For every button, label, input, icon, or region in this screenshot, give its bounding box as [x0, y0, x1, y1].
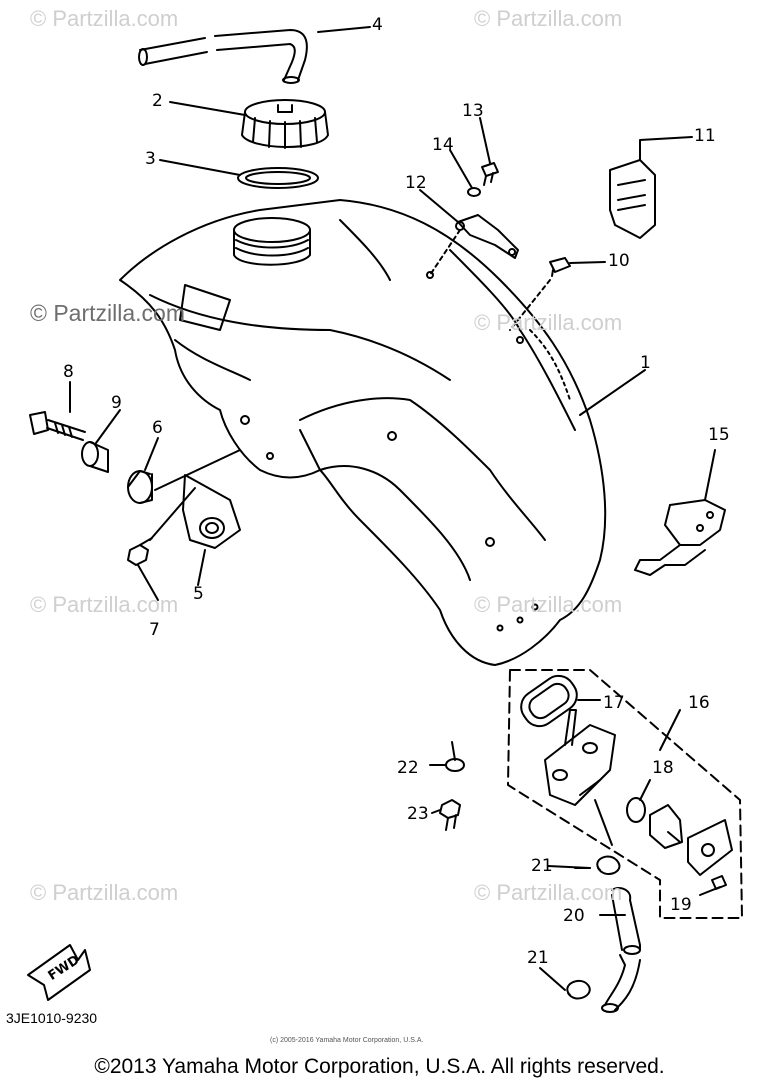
washer-14: [467, 187, 481, 197]
damper: [127, 470, 153, 504]
callout-15: 15: [708, 425, 730, 445]
breather-hose: [138, 29, 308, 84]
bolt-23: [439, 799, 461, 831]
cock-lever: [649, 804, 683, 849]
callout-16: 16: [688, 693, 710, 713]
callout-18: 18: [652, 758, 674, 778]
band: [634, 499, 726, 576]
screw-19: [711, 875, 727, 890]
callout-2: 2: [152, 91, 163, 111]
fuel-cock-assembly-box: [507, 669, 743, 919]
bracket: [182, 474, 241, 549]
callout-22: 22: [397, 758, 419, 778]
watermark: © Partzilla.com: [474, 592, 623, 617]
callout-23: 23: [407, 804, 429, 824]
cap-gasket: [237, 167, 319, 189]
fuel-hose: [601, 887, 641, 1013]
callout-17: 17: [603, 693, 625, 713]
watermark: © Partzilla.com: [30, 6, 179, 31]
callout-21-lower: 21: [527, 948, 549, 968]
clip: [609, 159, 656, 239]
callout-3: 3: [145, 149, 156, 169]
watermark: © Partzilla.com: [474, 880, 623, 905]
bolt-13: [481, 162, 499, 186]
hose-clip-lower: [566, 979, 591, 1000]
cock-gasket: [520, 674, 578, 728]
callout-11: 11: [694, 126, 716, 146]
callout-5: 5: [193, 584, 204, 604]
hose-clip-upper: [574, 855, 621, 876]
watermark: © Partzilla.com: [474, 310, 623, 335]
watermark: © Partzilla.com: [30, 592, 179, 617]
callout-20: 20: [563, 906, 585, 926]
stay: [429, 214, 519, 276]
callout-19: 19: [670, 895, 692, 915]
callout-6: 6: [152, 418, 163, 438]
fine-print: (c) 2005-2016 Yamaha Motor Corporation, …: [270, 1037, 424, 1044]
callout-4: 4: [372, 15, 383, 35]
fuel-tank: [119, 199, 607, 666]
callout-10: 10: [608, 251, 630, 271]
fuel-cap: [241, 99, 329, 149]
collar: [81, 441, 109, 473]
washer-22: [445, 741, 465, 772]
diagram-code: 3JE1010-9230: [6, 1010, 98, 1026]
bolt-8: [29, 411, 86, 441]
watermark: © Partzilla.com: [474, 6, 623, 31]
fuel-cock: [544, 709, 616, 846]
callout-8: 8: [63, 362, 74, 382]
watermark: © Partzilla.com: [30, 300, 185, 326]
o-ring: [626, 797, 646, 823]
cock-plate: [687, 819, 733, 876]
bolt-7: [127, 537, 153, 566]
callout-12: 12: [405, 173, 427, 193]
copyright-notice: ©2013 Yamaha Motor Corporation, U.S.A. A…: [94, 1055, 665, 1078]
forward-arrow: FWD: [27, 944, 91, 1001]
callout-14: 14: [432, 135, 454, 155]
screw-10: [509, 257, 571, 331]
callout-9: 9: [111, 393, 122, 413]
callout-13: 13: [462, 101, 484, 121]
watermark: © Partzilla.com: [30, 880, 179, 905]
callout-21: 21: [531, 856, 553, 876]
callout-7: 7: [149, 620, 160, 640]
callout-1: 1: [640, 353, 651, 373]
